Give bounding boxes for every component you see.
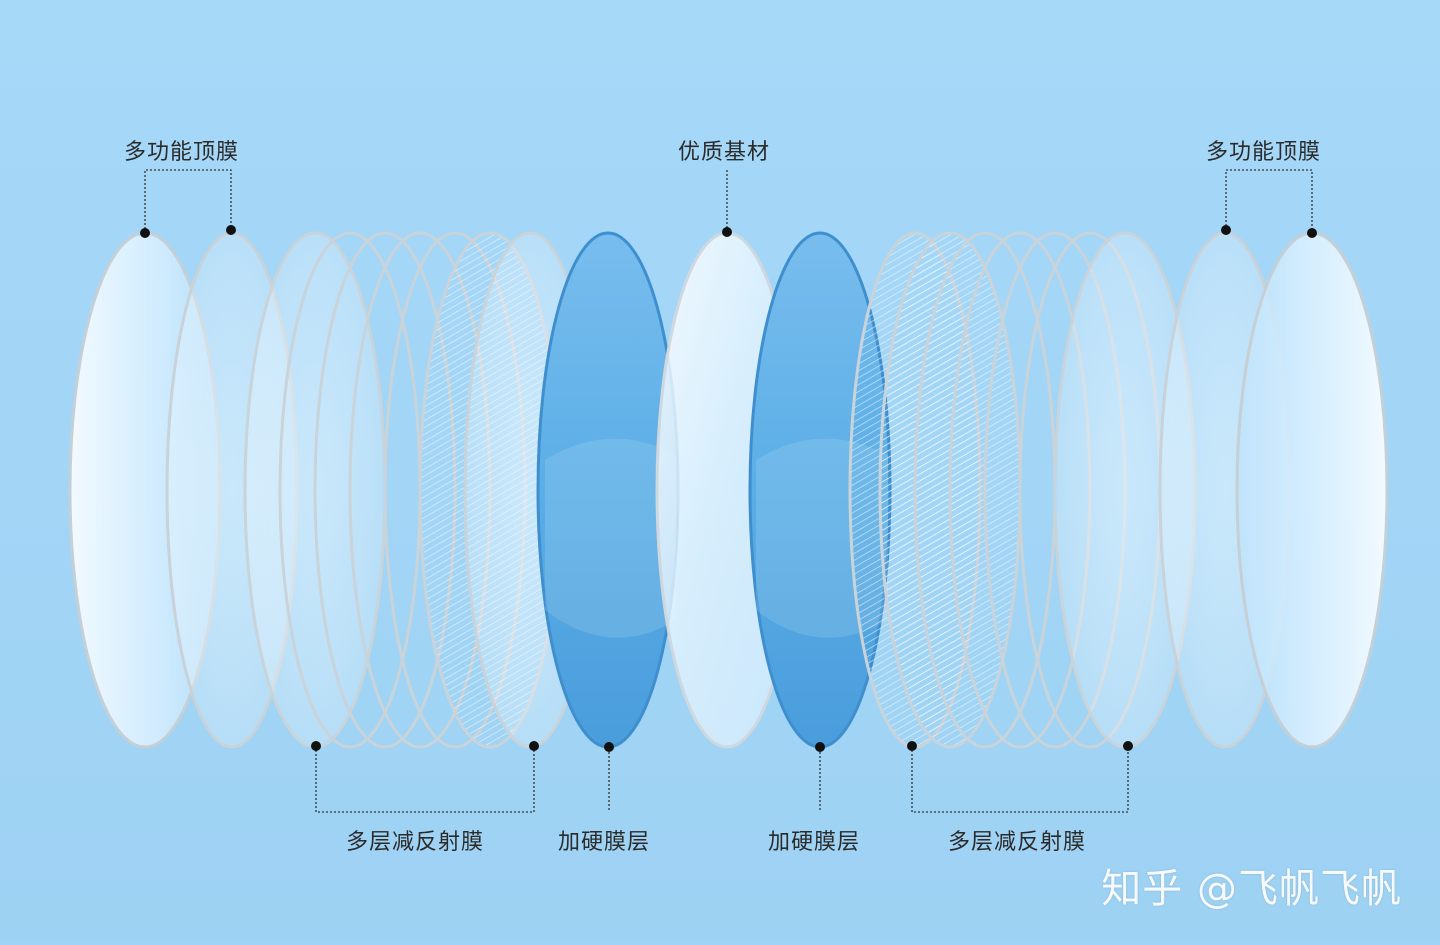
dot-bottom-hard-right [815, 742, 825, 752]
callout-top-right [1225, 169, 1313, 233]
callout-bottom-ar-right [911, 746, 1129, 813]
callout-dots [140, 225, 1317, 752]
label-ar-left: 多层减反射膜 [346, 830, 485, 855]
label-top-coat-left: 多功能顶膜 [124, 140, 240, 165]
watermark: 知乎 @飞帆飞帆 [1101, 866, 1402, 912]
dot-bottom-ar-right-1 [907, 741, 917, 751]
label-base-material: 优质基材 [678, 140, 771, 165]
dot-top-center [722, 227, 732, 237]
dot-top-right-2 [1307, 228, 1317, 238]
callout-lines [144, 169, 1313, 813]
dot-bottom-ar-left-2 [529, 741, 539, 751]
label-hard-coat-left: 加硬膜层 [558, 830, 651, 855]
dot-bottom-hard-left [604, 742, 614, 752]
label-top-coat-right: 多功能顶膜 [1206, 140, 1322, 165]
dot-bottom-ar-right-2 [1123, 741, 1133, 751]
label-hard-coat-right: 加硬膜层 [768, 830, 861, 855]
dot-top-left-2 [226, 225, 236, 235]
lens-top-coat-right-2 [1235, 231, 1389, 749]
hard-coat-left-sheen [545, 438, 676, 638]
dot-top-left-1 [140, 228, 150, 238]
dot-top-right-1 [1221, 225, 1231, 235]
callout-top-left [144, 169, 232, 233]
callout-bottom-ar-left [315, 746, 535, 813]
lens-ar-right-group [848, 231, 1197, 749]
label-ar-right: 多层减反射膜 [948, 830, 1087, 855]
dot-bottom-ar-left-1 [311, 741, 321, 751]
